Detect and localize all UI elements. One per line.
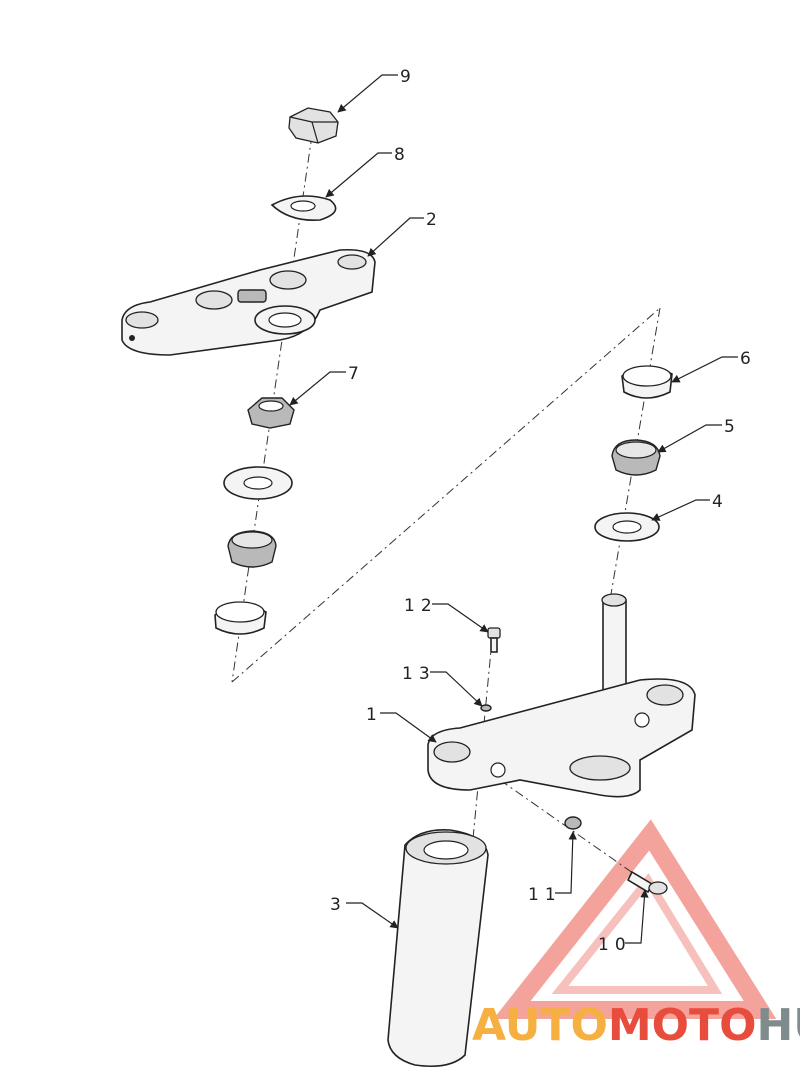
part-lower-clamp-1 — [427, 593, 696, 798]
svg-text:AUTOMOTOHUB: AUTOMOTOHUB — [472, 1000, 800, 1051]
callout-2: 2 — [426, 210, 437, 230]
callout-3: 3 — [330, 895, 341, 915]
callout-12: 12 — [404, 596, 438, 616]
part-flat-washer-left — [223, 466, 293, 500]
callout-11: 11 — [528, 885, 562, 905]
callout-1: 1 — [366, 705, 377, 725]
part-washer-13 — [480, 704, 492, 712]
part-bearing-left — [227, 530, 277, 568]
callout-13: 13 — [402, 664, 436, 684]
part-nut-9 — [288, 107, 339, 144]
part-washer-11 — [564, 816, 582, 830]
part-bolt-12 — [487, 627, 501, 653]
part-pin-10 — [626, 870, 668, 895]
watermark-hub: HUB — [756, 1000, 800, 1051]
leader-lines — [289, 74, 738, 944]
callout-6: 6 — [740, 349, 751, 369]
callout-8: 8 — [394, 145, 405, 165]
callout-9: 9 — [400, 67, 411, 87]
callout-5: 5 — [724, 417, 735, 437]
part-washer-4 — [594, 512, 660, 542]
watermark-text: AUTOMOTOHUB — [472, 1000, 800, 1051]
part-fork-tube-3 — [387, 828, 489, 1068]
part-race-6 — [621, 365, 673, 399]
watermark-moto: MOTO — [608, 1000, 757, 1051]
callout-7: 7 — [348, 364, 359, 384]
callout-4: 4 — [712, 492, 723, 512]
callout-10: 10 — [598, 935, 632, 955]
callout-numbers: 9 8 2 7 6 5 4 12 13 1 3 11 10 — [330, 67, 751, 955]
part-washer-8 — [270, 195, 337, 222]
part-bearing-5 — [611, 439, 661, 476]
part-race-left — [214, 601, 267, 635]
part-stem-nut-7 — [247, 397, 295, 429]
part-upper-clamp-2 — [121, 248, 376, 356]
watermark-auto: AUTO — [472, 1000, 608, 1051]
watermark-logo — [493, 819, 777, 1019]
